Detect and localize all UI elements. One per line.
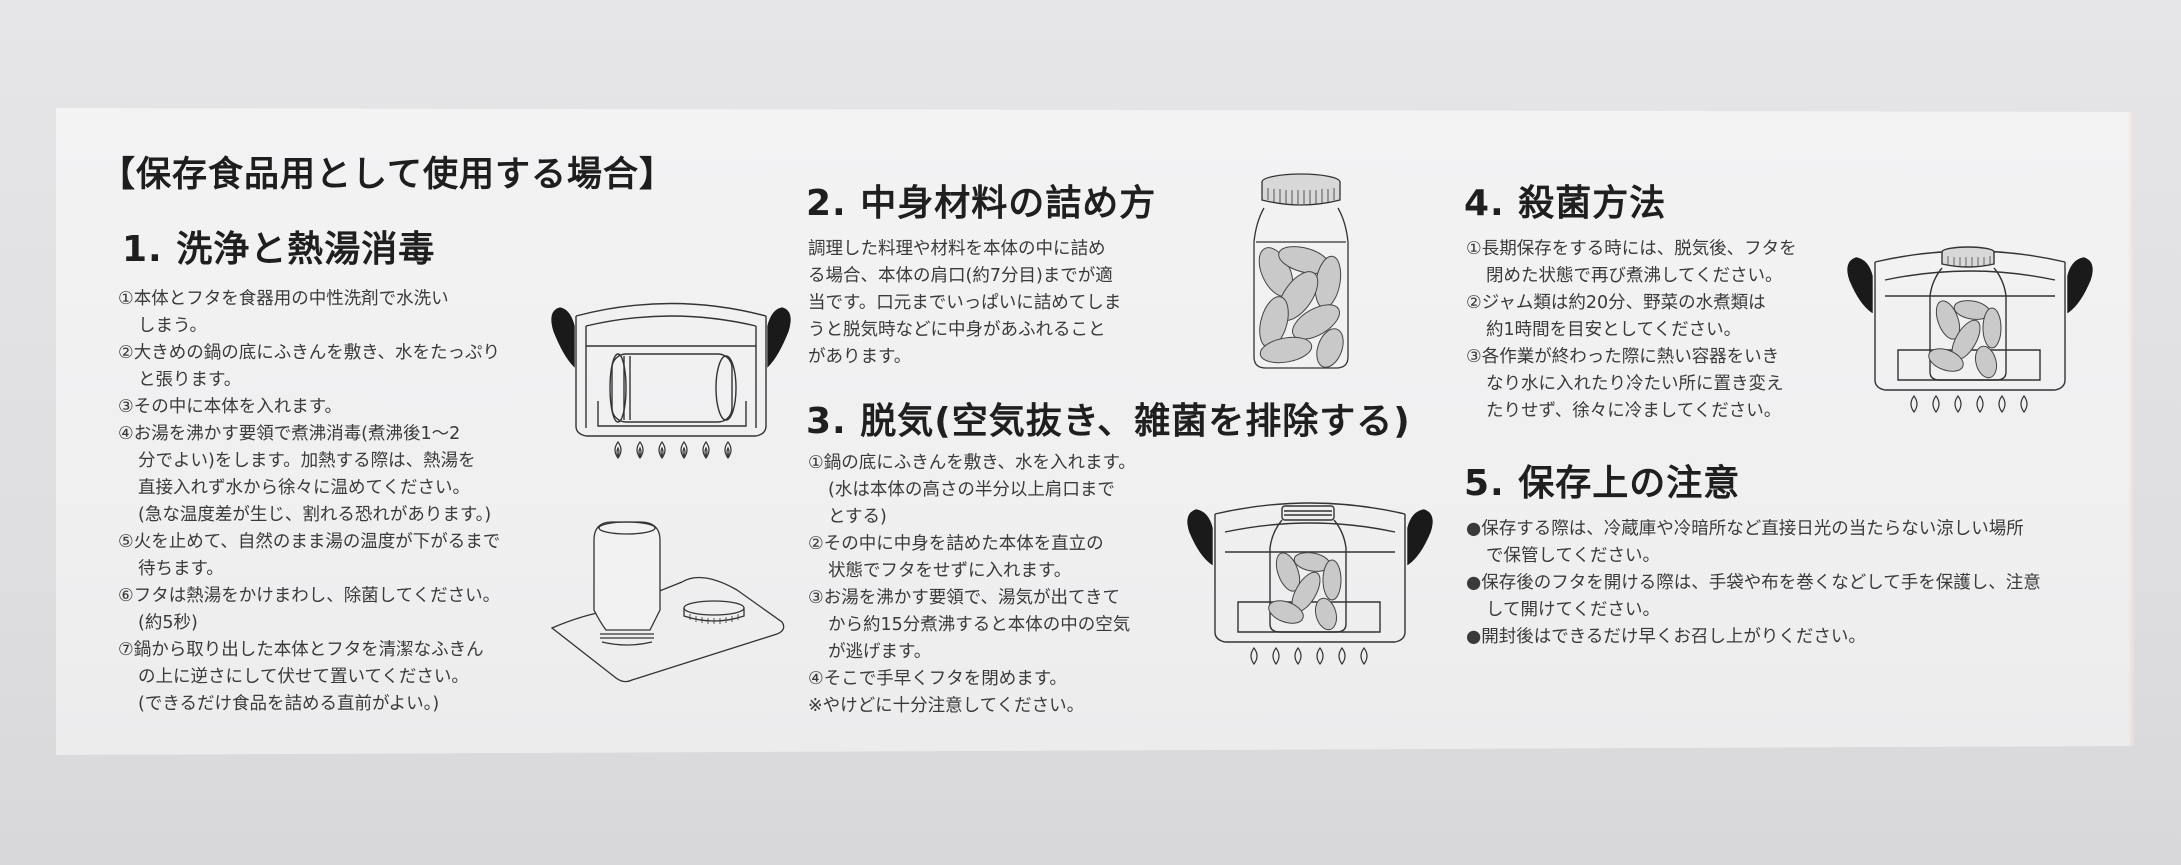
text-line: から約15分煮沸すると本体の中の空気 (828, 615, 1131, 635)
text-line: して開けてください。 (1486, 600, 1660, 620)
instruction-sheet: 【保存食品用として使用する場合】 1. 洗浄と熱湯消毒 ①本体とフタを食器用の中… (56, 108, 2134, 755)
text-line: ①長期保存をする時には、脱気後、フタを (1466, 239, 1797, 259)
section-5-heading: 5. 保存上の注意 (1464, 463, 1741, 504)
filled-jar-with-beans-icon (1246, 172, 1356, 372)
text-line: ①鍋の底にふきんを敷き、水を入れます。 (808, 453, 1136, 473)
text-line: で保管してください。 (1486, 546, 1660, 566)
text-line: る場合、本体の肩口(約7分目)までが適 (808, 266, 1113, 286)
text-line: (水は本体の高さの半分以上肩口まで (828, 480, 1115, 500)
pot-with-closed-jar-icon (1840, 240, 2100, 420)
text-line: たりせず、徐々に冷ましてください。 (1486, 401, 1782, 421)
text-line: 閉めた状態で再び煮沸してください。 (1486, 266, 1783, 286)
text-line: とする) (828, 507, 887, 527)
text-line: ②ジャム類は約20分、野菜の水煮類は (1466, 293, 1766, 313)
text-line: ②大きめの鍋の底にふきんを敷き、水をたっぷり (118, 343, 500, 363)
text-line: 調理した料理や材料を本体の中に詰め (808, 239, 1106, 259)
text-line: なり水に入れたり冷たい所に置き変え (1486, 374, 1784, 394)
section-1-body: ①本体とフタを食器用の中性洗剤で水洗い しまう。 ②大きめの鍋の底にふきんを敷き… (118, 286, 500, 718)
text-line: 状態でフタをせずに入れます。 (828, 561, 1072, 581)
section-4-body: ①長期保存をする時には、脱気後、フタを 閉めた状態で再び煮沸してください。 ②ジ… (1466, 236, 1797, 425)
section-5-body: ●保存する際は、冷蔵庫や冷暗所など直接日光の当たらない涼しい場所 で保管してくだ… (1466, 516, 2041, 651)
text-line: ⑤火を止めて、自然のまま湯の温度が下がるまで (118, 532, 501, 552)
text-line: (約5秒) (138, 613, 198, 633)
pot-with-jar-lying-icon (546, 286, 796, 466)
text-line: の上に逆さにして伏せて置いてください。 (138, 667, 469, 687)
page-title: 【保存食品用として使用する場合】 (100, 155, 675, 195)
section-3-body: ①鍋の底にふきんを敷き、水を入れます。 (水は本体の高さの半分以上肩口まで とす… (808, 450, 1136, 720)
text-line: ③お湯を沸かす要領で、湯気が出てきて (808, 588, 1120, 608)
section-2-body: 調理した料理や材料を本体の中に詰め る場合、本体の肩口(約7分目)までが適 当で… (808, 236, 1121, 371)
text-line: しまう。 (138, 316, 207, 336)
text-line: 当です。口元までいっぱいに詰めてしま (808, 293, 1122, 313)
upside-down-jar-on-cloth-icon (542, 510, 792, 690)
text-line: ●開封後はできるだけ早くお召し上がりください。 (1466, 627, 1866, 647)
text-line: ●保存する際は、冷蔵庫や冷暗所など直接日光の当たらない涼しい場所 (1466, 519, 2024, 539)
text-line: ⑦鍋から取り出した本体とフタを清潔なふきん (118, 640, 484, 660)
section-3-heading: 3. 脱気(空気抜き、雑菌を排除する) (806, 401, 1411, 442)
text-line: 直接入れず水から徐々に温めてください。 (138, 478, 470, 498)
text-line: (急な温度差が生じ、割れる恐れがあります。) (138, 505, 492, 525)
text-line: ④お湯を沸かす要領で煮沸消毒(煮沸後1～2 (118, 424, 461, 444)
text-line: ④そこで手早くフタを閉めます。 (808, 669, 1067, 689)
text-line: が逃げます。 (828, 642, 932, 662)
section-1-heading: 1. 洗浄と熱湯消毒 (122, 229, 436, 270)
text-line: 約1時間を目安としてください。 (1486, 320, 1742, 340)
text-line: ①本体とフタを食器用の中性洗剤で水洗い (118, 289, 449, 309)
text-line: ●保存後のフタを開ける際は、手袋や布を巻くなどして手を保護し、注意 (1466, 573, 2041, 593)
text-line: うと脱気時などに中身があふれること (808, 320, 1106, 340)
text-line: があります。 (808, 347, 912, 367)
text-line: 待ちます。 (138, 559, 224, 579)
text-line: 分でよい)をします。加熱する際は、熱湯を (138, 451, 476, 471)
text-line: ③その中に本体を入れます。 (118, 397, 342, 417)
text-line: と張ります。 (138, 370, 242, 390)
text-line: ③各作業が終わった際に熱い容器をいき (1466, 347, 1780, 367)
section-4-heading: 4. 殺菌方法 (1464, 183, 1667, 224)
text-line: ②その中に中身を詰めた本体を直立の (808, 534, 1104, 554)
section-2-heading: 2. 中身材料の詰め方 (806, 183, 1157, 224)
text-line: ※やけどに十分注意してください。 (808, 696, 1085, 716)
text-line: (できるだけ食品を詰める直前がよい。) (138, 694, 440, 714)
pot-with-open-jar-icon (1180, 492, 1440, 672)
text-line: ⑥フタは熱湯をかけまわし、除菌してください。 (118, 586, 501, 606)
